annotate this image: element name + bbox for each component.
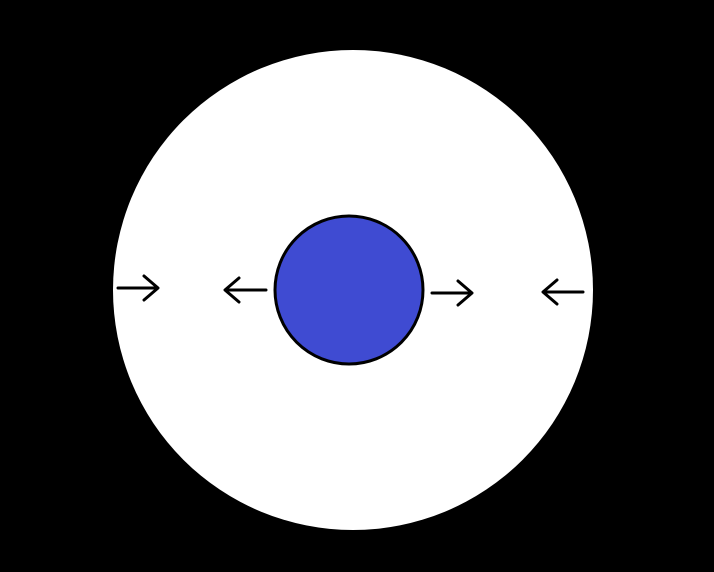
arrow-right-icon [116, 274, 160, 302]
inner-circle [273, 214, 425, 366]
arrow-left-icon [223, 276, 268, 304]
arrow-right-icon [430, 279, 474, 307]
arrow-left-icon [541, 278, 585, 306]
